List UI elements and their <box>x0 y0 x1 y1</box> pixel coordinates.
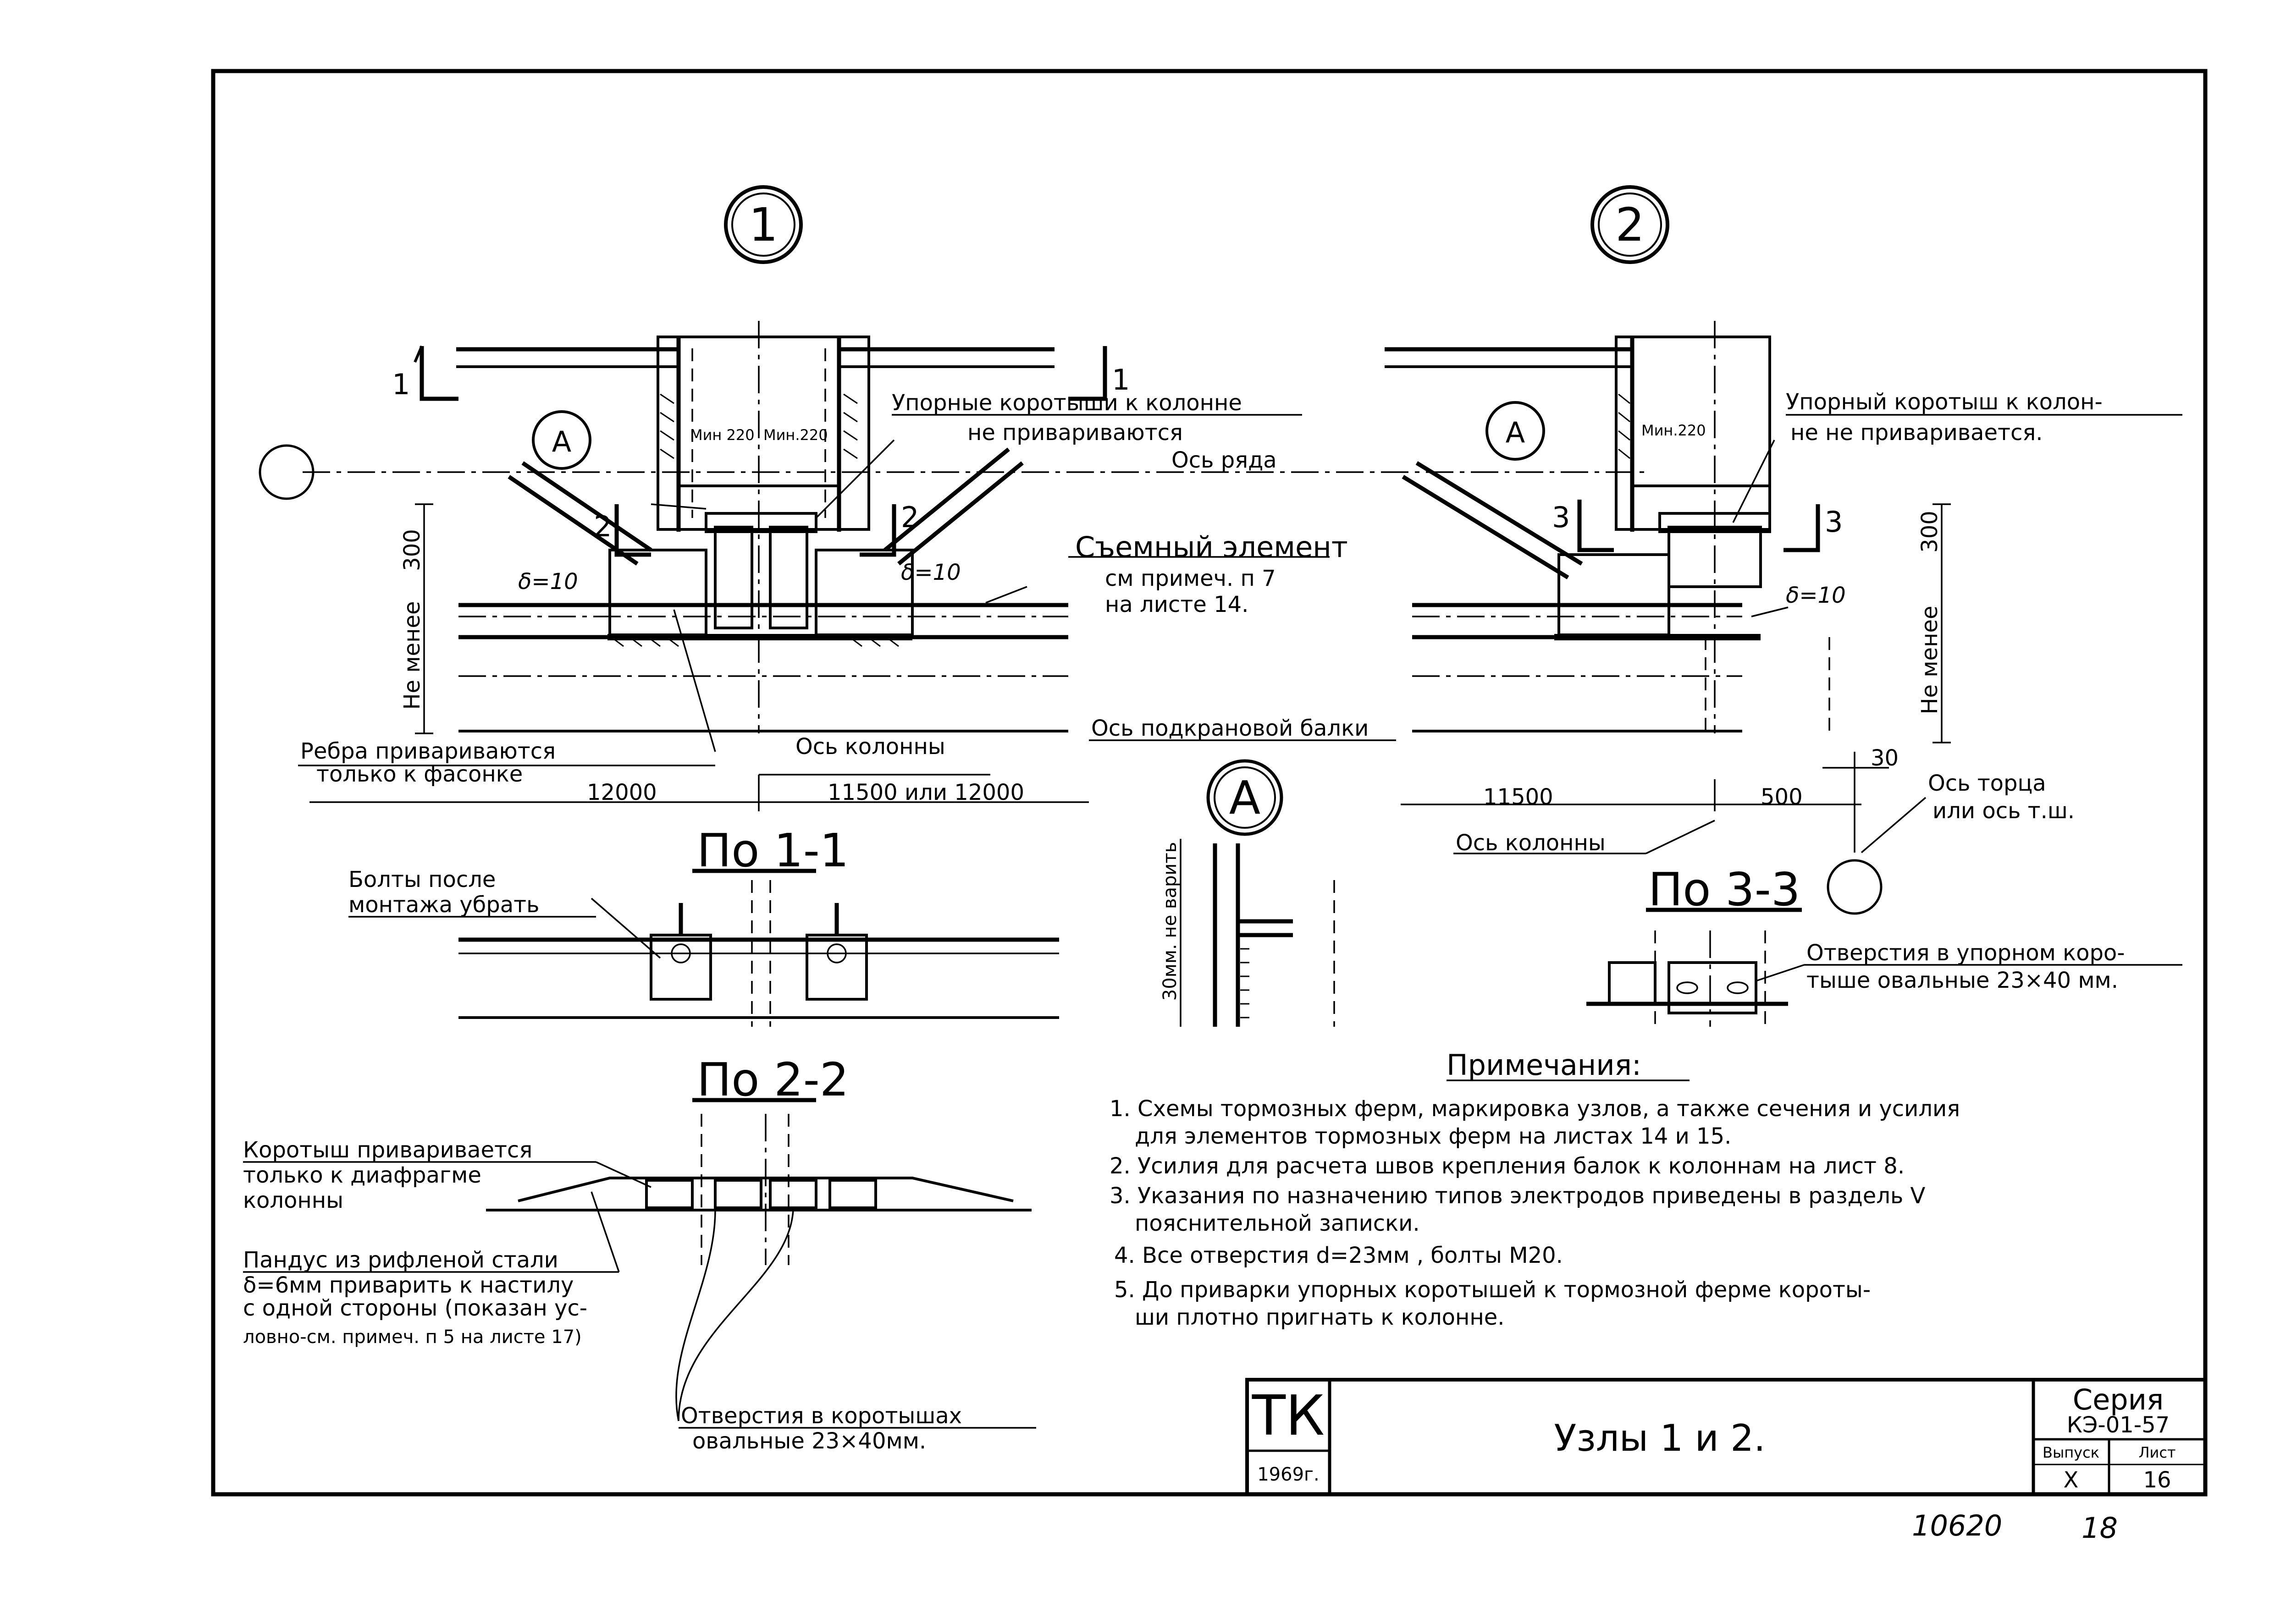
label-stopper-diaphragm-1: Коротыш приваривается <box>243 1137 532 1163</box>
label-removable-3: на листе 14. <box>1105 592 1248 617</box>
label-column-axis-1: Ось колонны <box>795 734 945 760</box>
title-block-year: 1969г. <box>1257 1464 1320 1485</box>
label-holes-stopper-2: тыше овальные 23×40 мм. <box>1806 968 2118 993</box>
node-1-drawing: 1 <box>259 185 1651 752</box>
dim-11500-or-12000: 11500 или 12000 <box>828 780 1024 805</box>
detail-a-title: A <box>1229 771 1260 825</box>
not-less-right: Не менее <box>1917 606 1943 714</box>
not-less-left: Не менее <box>399 601 425 710</box>
note-line-8: ши плотно пригнать к колонне. <box>1135 1305 1505 1330</box>
label-bolts-2: монтажа убрать <box>348 892 539 918</box>
label-stopper-diaphragm-3: колонны <box>243 1188 343 1213</box>
title-block-series-code: КЭ-01-57 <box>2067 1412 2170 1438</box>
label-end-axis-1: Ось торца <box>1928 771 2046 796</box>
title-block-title: Узлы 1 и 2. <box>1554 1417 1765 1459</box>
sheet-frame <box>211 69 2208 1497</box>
title-block-series-label: Серия <box>2073 1383 2164 1416</box>
section-3-3-drawing: По 3-3 <box>1586 863 1802 1027</box>
label-ramp-2: δ=6мм приварить к настилу <box>243 1272 574 1298</box>
section-1-1-drawing: По 1-1 <box>458 824 1059 1027</box>
label-stopper-not-welded-1: Упорный коротыш к колон- <box>1786 389 2103 415</box>
dim-300-right: 300 <box>1917 511 1943 553</box>
notes-block: Примечания: 1. Схемы тормозных ферм, мар… <box>1110 1048 1960 1330</box>
dim-30: 30 <box>1871 745 1899 771</box>
row-axis-bubble <box>259 444 315 500</box>
note-line-5: пояснительной записки. <box>1135 1211 1420 1236</box>
cut-mark-2-left: 2 <box>594 510 612 543</box>
section-1-1-title: По 1-1 <box>697 824 849 877</box>
label-ribs-1: Ребра привариваются <box>300 738 556 764</box>
detail-a-bubble-1 <box>532 410 591 470</box>
label-stoppers-not-welded-1: Упорные коротыши к колонне <box>892 390 1242 416</box>
node-2-number: 2 <box>1615 198 1645 252</box>
label-min220-c: Мин.220 <box>1641 422 1706 439</box>
title-block-sheet-label: Лист <box>2138 1444 2176 1461</box>
section-3-3-title: По 3-3 <box>1648 863 1800 916</box>
node-1-marker <box>724 185 803 264</box>
title-block-org: ТК <box>1252 1384 1325 1448</box>
note-line-6: 4. Все отверстия d=23мм , болты М20. <box>1114 1243 1563 1268</box>
section-2-2-title: По 2-2 <box>697 1053 849 1107</box>
label-stoppers-not-welded-2: не привариваются <box>967 420 1183 446</box>
label-removable-1: Съемный элемент <box>1075 530 1348 564</box>
label-ramp-4: ловно-см. примеч. п 5 на листе 17) <box>243 1327 582 1348</box>
page-number: 18 <box>2082 1511 2118 1545</box>
section-2-2-drawing: По 2-2 <box>486 1053 1032 1265</box>
label-removable-2: см примеч. п 7 <box>1105 566 1276 591</box>
dim-12000: 12000 <box>587 780 657 805</box>
label-min220-a: Мин 220 <box>690 426 755 444</box>
label-delta10-c: δ=10 <box>1786 583 1846 608</box>
title-block-sheet-value: 16 <box>2143 1467 2171 1493</box>
label-ramp-1: Пандус из рифленой стали <box>243 1247 558 1273</box>
label-row-axis: Ось ряда <box>1171 447 1277 473</box>
node-1-number: 1 <box>749 198 778 252</box>
archive-number: 10620 <box>1912 1509 2002 1542</box>
detail-a-bubble-2 <box>1485 401 1545 461</box>
label-ribs-2: только к фасонке <box>316 761 523 787</box>
label-holes-stopper-1: Отверстия в упорном коро- <box>1806 940 2125 966</box>
cut-mark-3-left: 3 <box>1552 501 1570 534</box>
dim-500: 500 <box>1761 784 1803 810</box>
label-holes-shorts-1: Отверстия в коротышах <box>681 1403 962 1429</box>
label-bolts-1: Болты после <box>348 867 496 892</box>
detail-a-label-1: A <box>552 425 571 458</box>
node-2-marker <box>1590 185 1669 264</box>
title-block-issue-label: Выпуск <box>2043 1444 2099 1461</box>
title-block: ТК 1969г. Узлы 1 и 2. Серия КЭ-01-57 Вып… <box>1245 1378 2207 1496</box>
note-line-1: 1. Схемы тормозных ферм, маркировка узло… <box>1110 1096 1960 1122</box>
cut-mark-1-right: 1 <box>1112 363 1130 396</box>
label-ramp-3: с одной стороны (показан ус- <box>243 1295 587 1321</box>
node-2-drawing: 2 3 3 A <box>1385 185 1843 733</box>
note-line-3: 2. Усилия для расчета швов крепления бал… <box>1110 1153 1905 1179</box>
end-axis-bubble <box>1827 859 1883 915</box>
label-end-axis-2: или ось т.ш. <box>1933 798 2075 824</box>
note-line-2: для элементов тормозных ферм на листах 1… <box>1135 1123 1731 1149</box>
label-delta10-a: δ=10 <box>518 569 578 595</box>
label-no-weld-30: 30мм. не варить <box>1160 842 1181 1001</box>
cut-mark-2-right: 2 <box>901 501 919 534</box>
label-stopper-not-welded-2: не не приваривается. <box>1790 420 2043 446</box>
detail-a-label-2: A <box>1506 416 1525 449</box>
notes-title: Примечания: <box>1447 1048 1641 1082</box>
label-stopper-diaphragm-2: только к диафрагме <box>243 1162 481 1188</box>
title-block-issue-value: X <box>2064 1467 2079 1493</box>
dim-300-left: 300 <box>399 529 425 571</box>
detail-a-title-bubble <box>1206 759 1283 836</box>
label-holes-shorts-2: овальные 23×40мм. <box>692 1428 926 1454</box>
label-min220-b: Мин.220 <box>763 426 828 444</box>
dim-11500: 11500 <box>1483 784 1553 810</box>
cut-mark-3-right: 3 <box>1825 505 1843 539</box>
note-line-7: 5. До приварки упорных коротышей к тормо… <box>1114 1277 1871 1303</box>
label-crane-beam-axis: Ось подкрановой балки <box>1091 716 1369 741</box>
cut-mark-1-left: 1 <box>392 368 410 401</box>
detail-a-drawing: A 30мм. не варить <box>1160 759 1335 1027</box>
label-column-axis-2: Ось колонны <box>1456 830 1606 856</box>
label-delta10-b: δ=10 <box>901 560 961 585</box>
note-line-4: 3. Указания по назначению типов электрод… <box>1110 1183 1926 1209</box>
